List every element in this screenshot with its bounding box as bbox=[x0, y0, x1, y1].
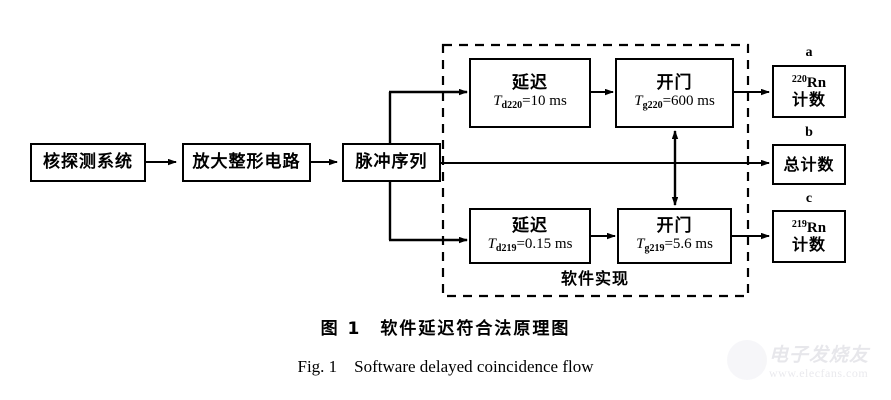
node-output-c-label: 计数 bbox=[791, 235, 826, 255]
output-tag-c: c bbox=[805, 191, 813, 206]
node-output-a[interactable]: 220Rn 计数 bbox=[772, 65, 846, 118]
node-gate-220-formula: Tg220=600 ms bbox=[634, 93, 715, 112]
node-gate-219[interactable]: 开门 Tg219=5.6 ms bbox=[617, 208, 732, 264]
node-output-b-label: 总计数 bbox=[783, 154, 835, 174]
node-delay-219-title: 延迟 bbox=[512, 216, 548, 237]
node-delay-220[interactable]: 延迟 Td220=10 ms bbox=[469, 58, 591, 128]
software-group-label: 软件实现 bbox=[560, 269, 629, 288]
node-gate-220-title: 开门 bbox=[656, 73, 693, 94]
node-output-b[interactable]: 总计数 bbox=[772, 144, 846, 185]
node-detector[interactable]: 核探测系统 bbox=[30, 143, 146, 182]
output-tag-a: a bbox=[805, 45, 813, 60]
node-delay-220-title: 延迟 bbox=[512, 73, 548, 94]
node-amplifier-label: 放大整形电路 bbox=[192, 151, 301, 172]
node-delay-220-formula: Td220=10 ms bbox=[493, 93, 567, 112]
node-pulse-train[interactable]: 脉冲序列 bbox=[342, 143, 441, 182]
output-tag-b: b bbox=[805, 125, 813, 140]
node-pulse-train-label: 脉冲序列 bbox=[355, 151, 428, 172]
node-output-a-isotope: 220Rn bbox=[791, 73, 827, 91]
node-amplifier[interactable]: 放大整形电路 bbox=[182, 143, 311, 182]
node-output-c-isotope: 219Rn bbox=[791, 218, 827, 236]
node-delay-219[interactable]: 延迟 Td219=0.15 ms bbox=[469, 208, 591, 264]
node-gate-219-formula: Tg219=5.6 ms bbox=[636, 236, 713, 255]
figure-caption-en: Fig. 1 Software delayed coincidence flow bbox=[297, 357, 594, 376]
node-delay-219-formula: Td219=0.15 ms bbox=[487, 236, 573, 255]
node-gate-219-title: 开门 bbox=[656, 216, 693, 237]
figure-caption-cn: 图 1 软件延迟符合法原理图 bbox=[320, 319, 571, 339]
node-output-c[interactable]: 219Rn 计数 bbox=[772, 210, 846, 263]
software-group-dashed-box bbox=[441, 43, 750, 298]
node-output-a-label: 计数 bbox=[791, 90, 826, 110]
node-detector-label: 核探测系统 bbox=[43, 151, 133, 172]
node-gate-220[interactable]: 开门 Tg220=600 ms bbox=[615, 58, 734, 128]
